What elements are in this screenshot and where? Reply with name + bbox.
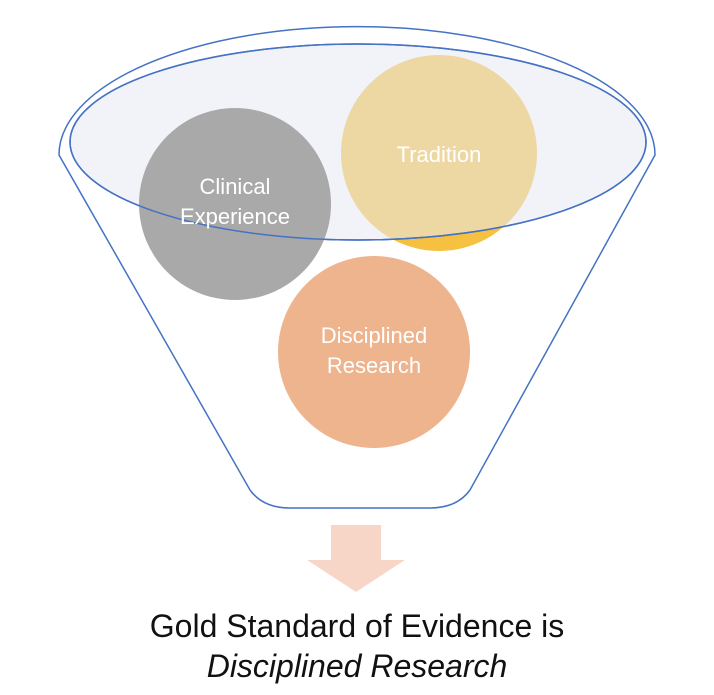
funnel-rim-outline	[69, 43, 647, 241]
down-arrow-icon	[307, 525, 405, 592]
circle-research	[278, 256, 470, 448]
caption-line1: Gold Standard of Evidence is	[149, 608, 565, 644]
tradition-label: Tradition	[397, 142, 482, 167]
circle-clinical	[139, 108, 331, 300]
clinical-label-line2: Experience	[180, 204, 290, 229]
research-label-line1: Disciplined	[321, 323, 427, 348]
clinical-label-line1: Clinical	[200, 174, 271, 199]
caption-line2: Disciplined Research	[206, 648, 508, 684]
research-label-line2: Research	[327, 353, 421, 378]
